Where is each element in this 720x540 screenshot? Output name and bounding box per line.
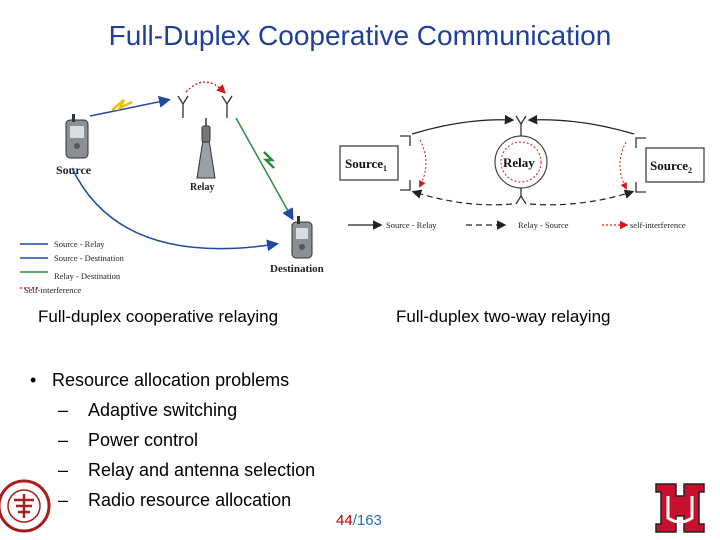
legend-self-interference: Self-interference <box>24 285 81 295</box>
antenna-icon <box>177 95 233 118</box>
relay-label: Relay <box>190 182 214 193</box>
legend-source-relay: Source - Relay <box>386 220 437 230</box>
left-caption: Full-duplex cooperative relaying <box>38 307 279 326</box>
source2-box <box>645 147 705 183</box>
page-number: 44/163 <box>336 512 382 529</box>
source-label: Source <box>56 163 92 177</box>
source-phone-icon <box>65 114 89 159</box>
page-current: 44 <box>336 512 353 529</box>
legend-relay-destination: Relay - Destination <box>54 271 121 281</box>
self-interference-arc <box>619 141 627 190</box>
right-diagram: Source1 Source2 Relay <box>339 114 705 230</box>
university-of-houston-logo-icon <box>655 483 705 533</box>
relay-source2-link <box>529 189 635 206</box>
destination-phone-icon <box>291 216 313 259</box>
source1-label: Source1 <box>345 156 387 173</box>
bullet-item: Radio resource allocation <box>30 485 315 515</box>
source-destination-link <box>71 167 279 252</box>
legend-self-interference: self-interference <box>630 220 686 230</box>
self-interference-arc <box>419 139 427 188</box>
antenna-icon <box>515 115 527 205</box>
bullet-main: Resource allocation problems <box>30 365 315 395</box>
antenna-icon <box>400 135 646 193</box>
relay-label: Relay <box>503 155 535 170</box>
lightning-icon <box>262 151 276 169</box>
relay-destination-link <box>235 117 294 221</box>
right-caption: Full-duplex two-way relaying <box>396 307 611 326</box>
bullet-item: Adaptive switching <box>30 395 315 425</box>
left-legend: Source - Relay Source - Destination Rela… <box>20 239 125 295</box>
legend-source-destination: Source - Destination <box>54 253 125 263</box>
left-diagram: Source Relay Destination Source - Relay <box>20 81 324 295</box>
source-relay-link <box>89 95 171 117</box>
legend-source-relay: Source - Relay <box>54 239 105 249</box>
right-legend: Source - Relay Relay - Source self-inter… <box>348 220 686 230</box>
source1-relay-link <box>411 114 515 135</box>
bullet-list: Resource allocation problems Adaptive sw… <box>30 365 315 515</box>
relay-source1-link <box>411 189 513 206</box>
destination-label: Destination <box>270 263 324 275</box>
source2-label: Source2 <box>650 158 692 175</box>
page-total: 163 <box>356 512 382 529</box>
bullet-item: Relay and antenna selection <box>30 455 315 485</box>
relay-tower-icon <box>196 118 216 179</box>
page-title: Full-Duplex Cooperative Communication <box>108 20 612 51</box>
page-separator: / <box>352 512 357 529</box>
source1-box <box>339 145 399 181</box>
legend-relay-source: Relay - Source <box>518 220 569 230</box>
source2-relay-link <box>527 114 635 135</box>
bullet-item: Power control <box>30 425 315 455</box>
lightning-icon <box>111 99 133 111</box>
self-interference-arc <box>185 81 226 94</box>
